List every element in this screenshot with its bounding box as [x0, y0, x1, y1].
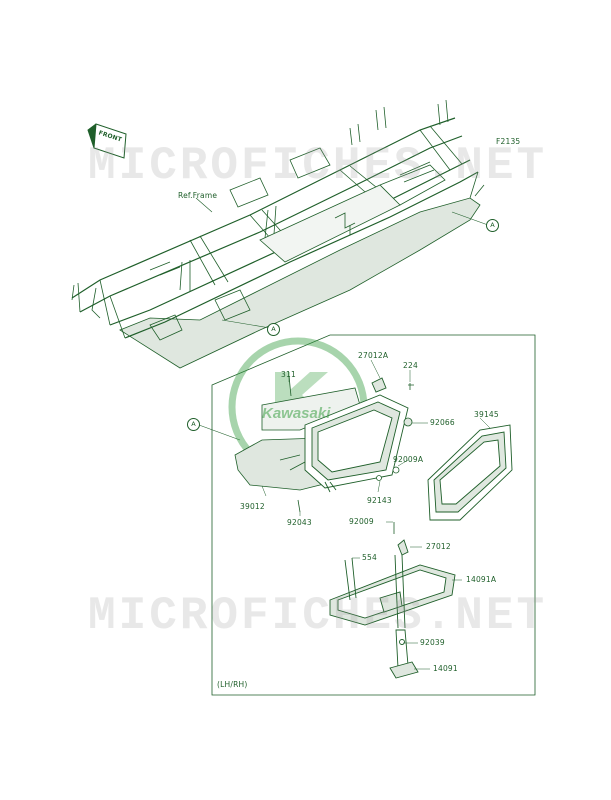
label-leaders [261, 359, 491, 670]
tray-part-14091A [329, 539, 456, 629]
part-label-14091A: 14091A [466, 575, 497, 584]
detail-box [211, 334, 536, 696]
strap-part-14091 [389, 629, 419, 679]
part-label-92009A: 92009A [393, 455, 424, 464]
watermark-top: MICROFICHES.NET [88, 140, 548, 192]
part-label-14091: 14091 [433, 664, 458, 673]
part-label-92009: 92009 [349, 517, 374, 526]
logo-text: Kawasaki [262, 405, 331, 422]
callout-leaders [195, 197, 489, 441]
callout-a-frame: A [486, 219, 499, 232]
part-label-92043: 92043 [287, 518, 312, 527]
callout-a-detail: A [187, 418, 200, 431]
part-label-92039: 92039 [420, 638, 445, 647]
part-label-224: 224 [403, 361, 418, 370]
ref-frame-label: Ref.Frame [178, 191, 218, 200]
vehicle-frame [71, 99, 485, 369]
front-arrow-icon [87, 123, 127, 159]
part-label-39012: 39012 [240, 502, 265, 511]
part-label-92143: 92143 [367, 496, 392, 505]
watermark-bottom: MICROFICHES.NET [88, 590, 548, 642]
part-label-92066: 92066 [430, 418, 455, 427]
part-label-27012A: 27012A [358, 351, 389, 360]
part-label-311: 311 [281, 370, 296, 379]
diagram-code: F2135 [496, 137, 521, 146]
callout-a-frame-lower: A [267, 323, 280, 336]
housing-frame [304, 377, 409, 493]
part-label-554: 554 [362, 553, 377, 562]
panel-part-39145 [427, 424, 513, 521]
part-label-27012: 27012 [426, 542, 451, 551]
variant-note: (LH/RH) [217, 680, 248, 689]
part-label-39145: 39145 [474, 410, 499, 419]
hardware-parts [288, 375, 414, 534]
